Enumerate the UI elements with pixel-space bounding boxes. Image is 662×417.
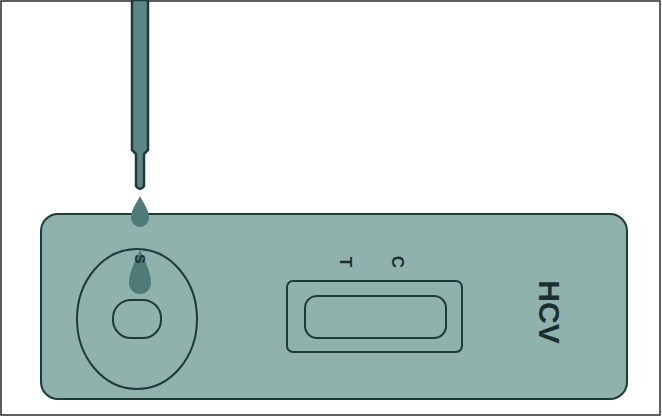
- sample-well-label: S: [133, 254, 147, 263]
- falling-drop: [129, 250, 151, 294]
- result-window: [287, 281, 462, 352]
- control-line-label: C: [389, 256, 406, 268]
- sample-well: [77, 249, 197, 389]
- test-line-label: T: [337, 257, 354, 267]
- brand-label: HCV: [534, 280, 564, 343]
- test-strip: [305, 296, 446, 338]
- sample-well-hole: [113, 300, 161, 338]
- dropper: [132, 0, 148, 189]
- falling-drop: [131, 196, 149, 227]
- test-cassette: HCV S T C: [40, 213, 628, 400]
